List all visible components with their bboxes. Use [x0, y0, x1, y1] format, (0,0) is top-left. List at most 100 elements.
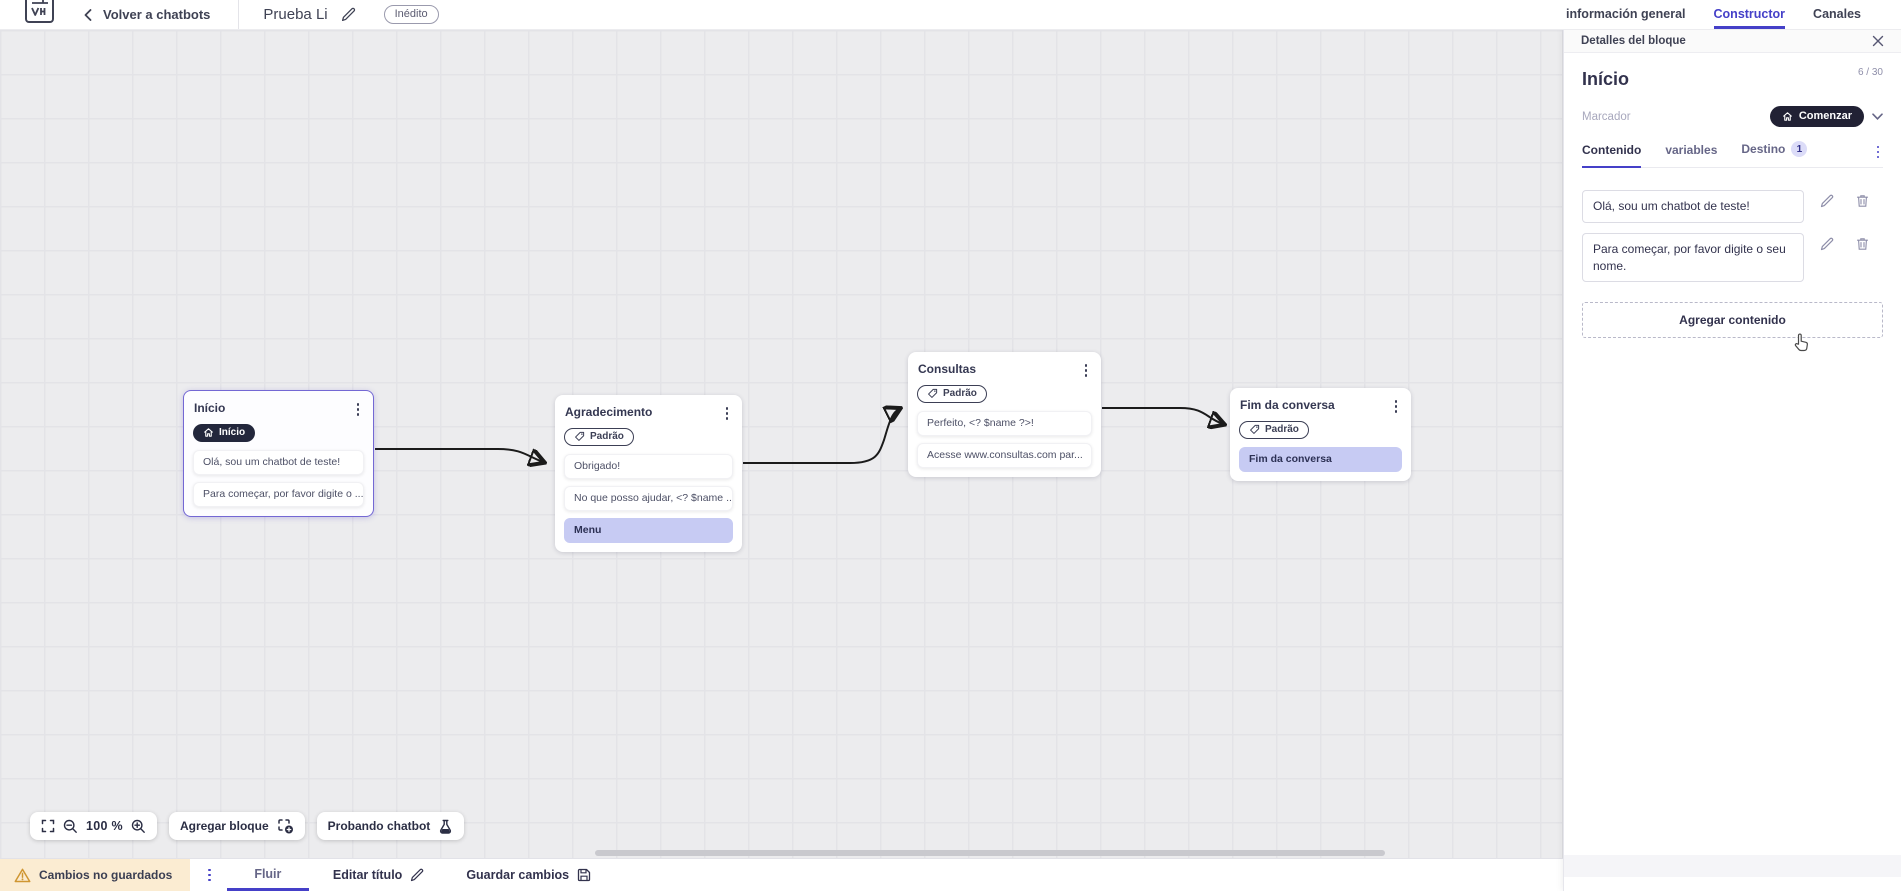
block-message[interactable]: Perfeito, <? $name ?>!: [917, 410, 1092, 436]
marker-value: Comenzar: [1798, 110, 1852, 122]
test-chatbot-button[interactable]: Probando chatbot: [316, 812, 465, 840]
footer-menu-icon[interactable]: [204, 867, 215, 884]
add-block-icon: [277, 818, 294, 834]
header-tabs: información general Constructor Canales: [1566, 0, 1861, 29]
add-block-button[interactable]: Agregar bloque: [168, 812, 305, 840]
panel-tabs-menu-icon[interactable]: [1873, 144, 1884, 161]
chevron-down-icon[interactable]: [1872, 113, 1883, 120]
tag-icon: [927, 388, 938, 399]
edit-title-button[interactable]: Editar título: [333, 868, 424, 882]
tag-icon: [574, 431, 585, 442]
edit-content-icon[interactable]: [1820, 237, 1834, 251]
block-title: Consultas: [918, 362, 977, 376]
tab-constructor[interactable]: Constructor: [1713, 0, 1786, 29]
block-menu-item[interactable]: Menu: [564, 517, 733, 543]
destino-count-badge: 1: [1791, 141, 1808, 157]
type-badge: Padrão: [1239, 420, 1309, 439]
test-chatbot-label: Probando chatbot: [327, 819, 431, 833]
badge-label: Padrão: [943, 387, 977, 399]
delete-content-icon[interactable]: [1856, 194, 1869, 208]
edit-title-icon[interactable]: [341, 7, 356, 22]
panel-title: Detalles del bloque: [1581, 35, 1686, 47]
pencil-icon: [410, 868, 424, 882]
zoom-out-icon[interactable]: [63, 819, 78, 834]
content-row: Para começar, por favor digite o seu nom…: [1582, 232, 1883, 283]
save-label: Guardar cambios: [466, 868, 570, 882]
panel-block-name: Início: [1582, 69, 1630, 89]
zoom-controls: 100 %: [30, 812, 157, 840]
badge-label: Padrão: [590, 430, 624, 442]
block-menu-icon[interactable]: [722, 405, 733, 422]
flow-block-inicio[interactable]: Início Início Olá, sou um chatbot de tes…: [183, 390, 374, 517]
flow-block-fim[interactable]: Fim da conversa Padrão Fim da conversa: [1230, 388, 1411, 481]
flow-canvas[interactable]: Início Início Olá, sou um chatbot de tes…: [0, 30, 1563, 858]
marker-value-button[interactable]: Comenzar: [1769, 106, 1864, 127]
tab-label: Destino: [1741, 142, 1786, 156]
block-menu-icon[interactable]: [1391, 398, 1402, 415]
save-changes-button[interactable]: Guardar cambios: [466, 868, 591, 882]
tab-contenido[interactable]: Contenido: [1582, 143, 1642, 168]
app-logo: [24, 0, 56, 29]
chatbot-title: Prueba Li: [263, 6, 328, 23]
bottom-bar: Cambios no guardados Fluir Editar título…: [0, 858, 1563, 891]
tab-informacion-general[interactable]: información general: [1566, 6, 1686, 21]
warning-icon: [14, 868, 31, 883]
block-message[interactable]: Acesse www.consultas.com par...: [917, 442, 1092, 468]
block-title: Fim da conversa: [1240, 398, 1335, 412]
tab-label: variables: [1665, 143, 1718, 157]
top-header: Volver a chatbots Prueba Li Inédito info…: [0, 0, 1901, 30]
marker-label: Marcador: [1582, 110, 1631, 123]
back-to-chatbots-button[interactable]: Volver a chatbots: [84, 7, 210, 22]
header-divider: [238, 0, 240, 29]
block-end-item[interactable]: Fim da conversa: [1239, 446, 1402, 472]
close-icon[interactable]: [1872, 35, 1884, 47]
start-badge: Início: [193, 423, 256, 442]
add-block-label: Agregar bloque: [179, 819, 269, 833]
chevron-left-icon: [84, 8, 92, 21]
flow-connectors: [375, 30, 1563, 858]
block-message[interactable]: Olá, sou um chatbot de teste!: [193, 449, 364, 475]
type-badge: Padrão: [564, 427, 634, 446]
zoom-in-icon[interactable]: [131, 819, 146, 834]
flow-block-consultas[interactable]: Consultas Padrão Perfeito, <? $name ?>! …: [908, 352, 1101, 477]
block-menu-icon[interactable]: [1081, 362, 1092, 379]
add-content-button[interactable]: Agregar contenido: [1582, 302, 1883, 339]
badge-label: Padrão: [1265, 423, 1299, 435]
edit-title-label: Editar título: [332, 868, 403, 882]
status-badge: Inédito: [383, 5, 439, 24]
tab-fluir[interactable]: Fluir: [226, 859, 309, 891]
back-label: Volver a chatbots: [103, 7, 211, 22]
tab-canales[interactable]: Canales: [1813, 6, 1861, 21]
edit-content-icon[interactable]: [1820, 194, 1834, 208]
save-icon: [577, 868, 591, 882]
tag-icon: [1249, 424, 1260, 435]
badge-label: Início: [219, 426, 246, 438]
delete-content-icon[interactable]: [1856, 237, 1869, 251]
unsaved-label: Cambios no guardados: [39, 868, 173, 882]
block-menu-icon[interactable]: [353, 401, 364, 418]
type-badge: Padrão: [917, 384, 987, 403]
tab-label: Contenido: [1582, 143, 1642, 157]
zoom-level: 100 %: [86, 819, 123, 833]
block-title: Início: [194, 401, 226, 415]
block-message[interactable]: No que posso ajudar, <? $name ...: [564, 485, 733, 511]
tab-variables[interactable]: variables: [1665, 143, 1717, 168]
fullscreen-icon[interactable]: [41, 819, 55, 833]
content-text-field[interactable]: Para começar, por favor digite o seu nom…: [1582, 232, 1804, 283]
panel-tabs: Contenido variables Destino 1: [1582, 141, 1883, 168]
content-row: Olá, sou um chatbot de teste!: [1582, 190, 1883, 223]
block-title: Agradecimento: [565, 405, 653, 419]
canvas-controls: 100 % Agregar bloque Probando chatbot: [30, 812, 465, 840]
block-details-panel: Detalles del bloque Início 6 / 30 Marcad…: [1563, 30, 1901, 891]
tab-destino[interactable]: Destino 1: [1741, 141, 1808, 168]
horizontal-scrollbar[interactable]: [595, 850, 1385, 856]
flask-icon: [438, 819, 453, 834]
block-message[interactable]: Para começar, por favor digite o ...: [193, 481, 364, 507]
home-icon: [203, 427, 214, 438]
flow-block-agradecimento[interactable]: Agradecimento Padrão Obrigado! No que po…: [555, 395, 742, 552]
panel-footer-strip: [1564, 855, 1901, 877]
char-counter: 6 / 30: [1857, 67, 1883, 78]
unsaved-changes-badge: Cambios no guardados: [0, 859, 191, 891]
content-text-field[interactable]: Olá, sou um chatbot de teste!: [1582, 190, 1804, 223]
block-message[interactable]: Obrigado!: [564, 453, 733, 479]
